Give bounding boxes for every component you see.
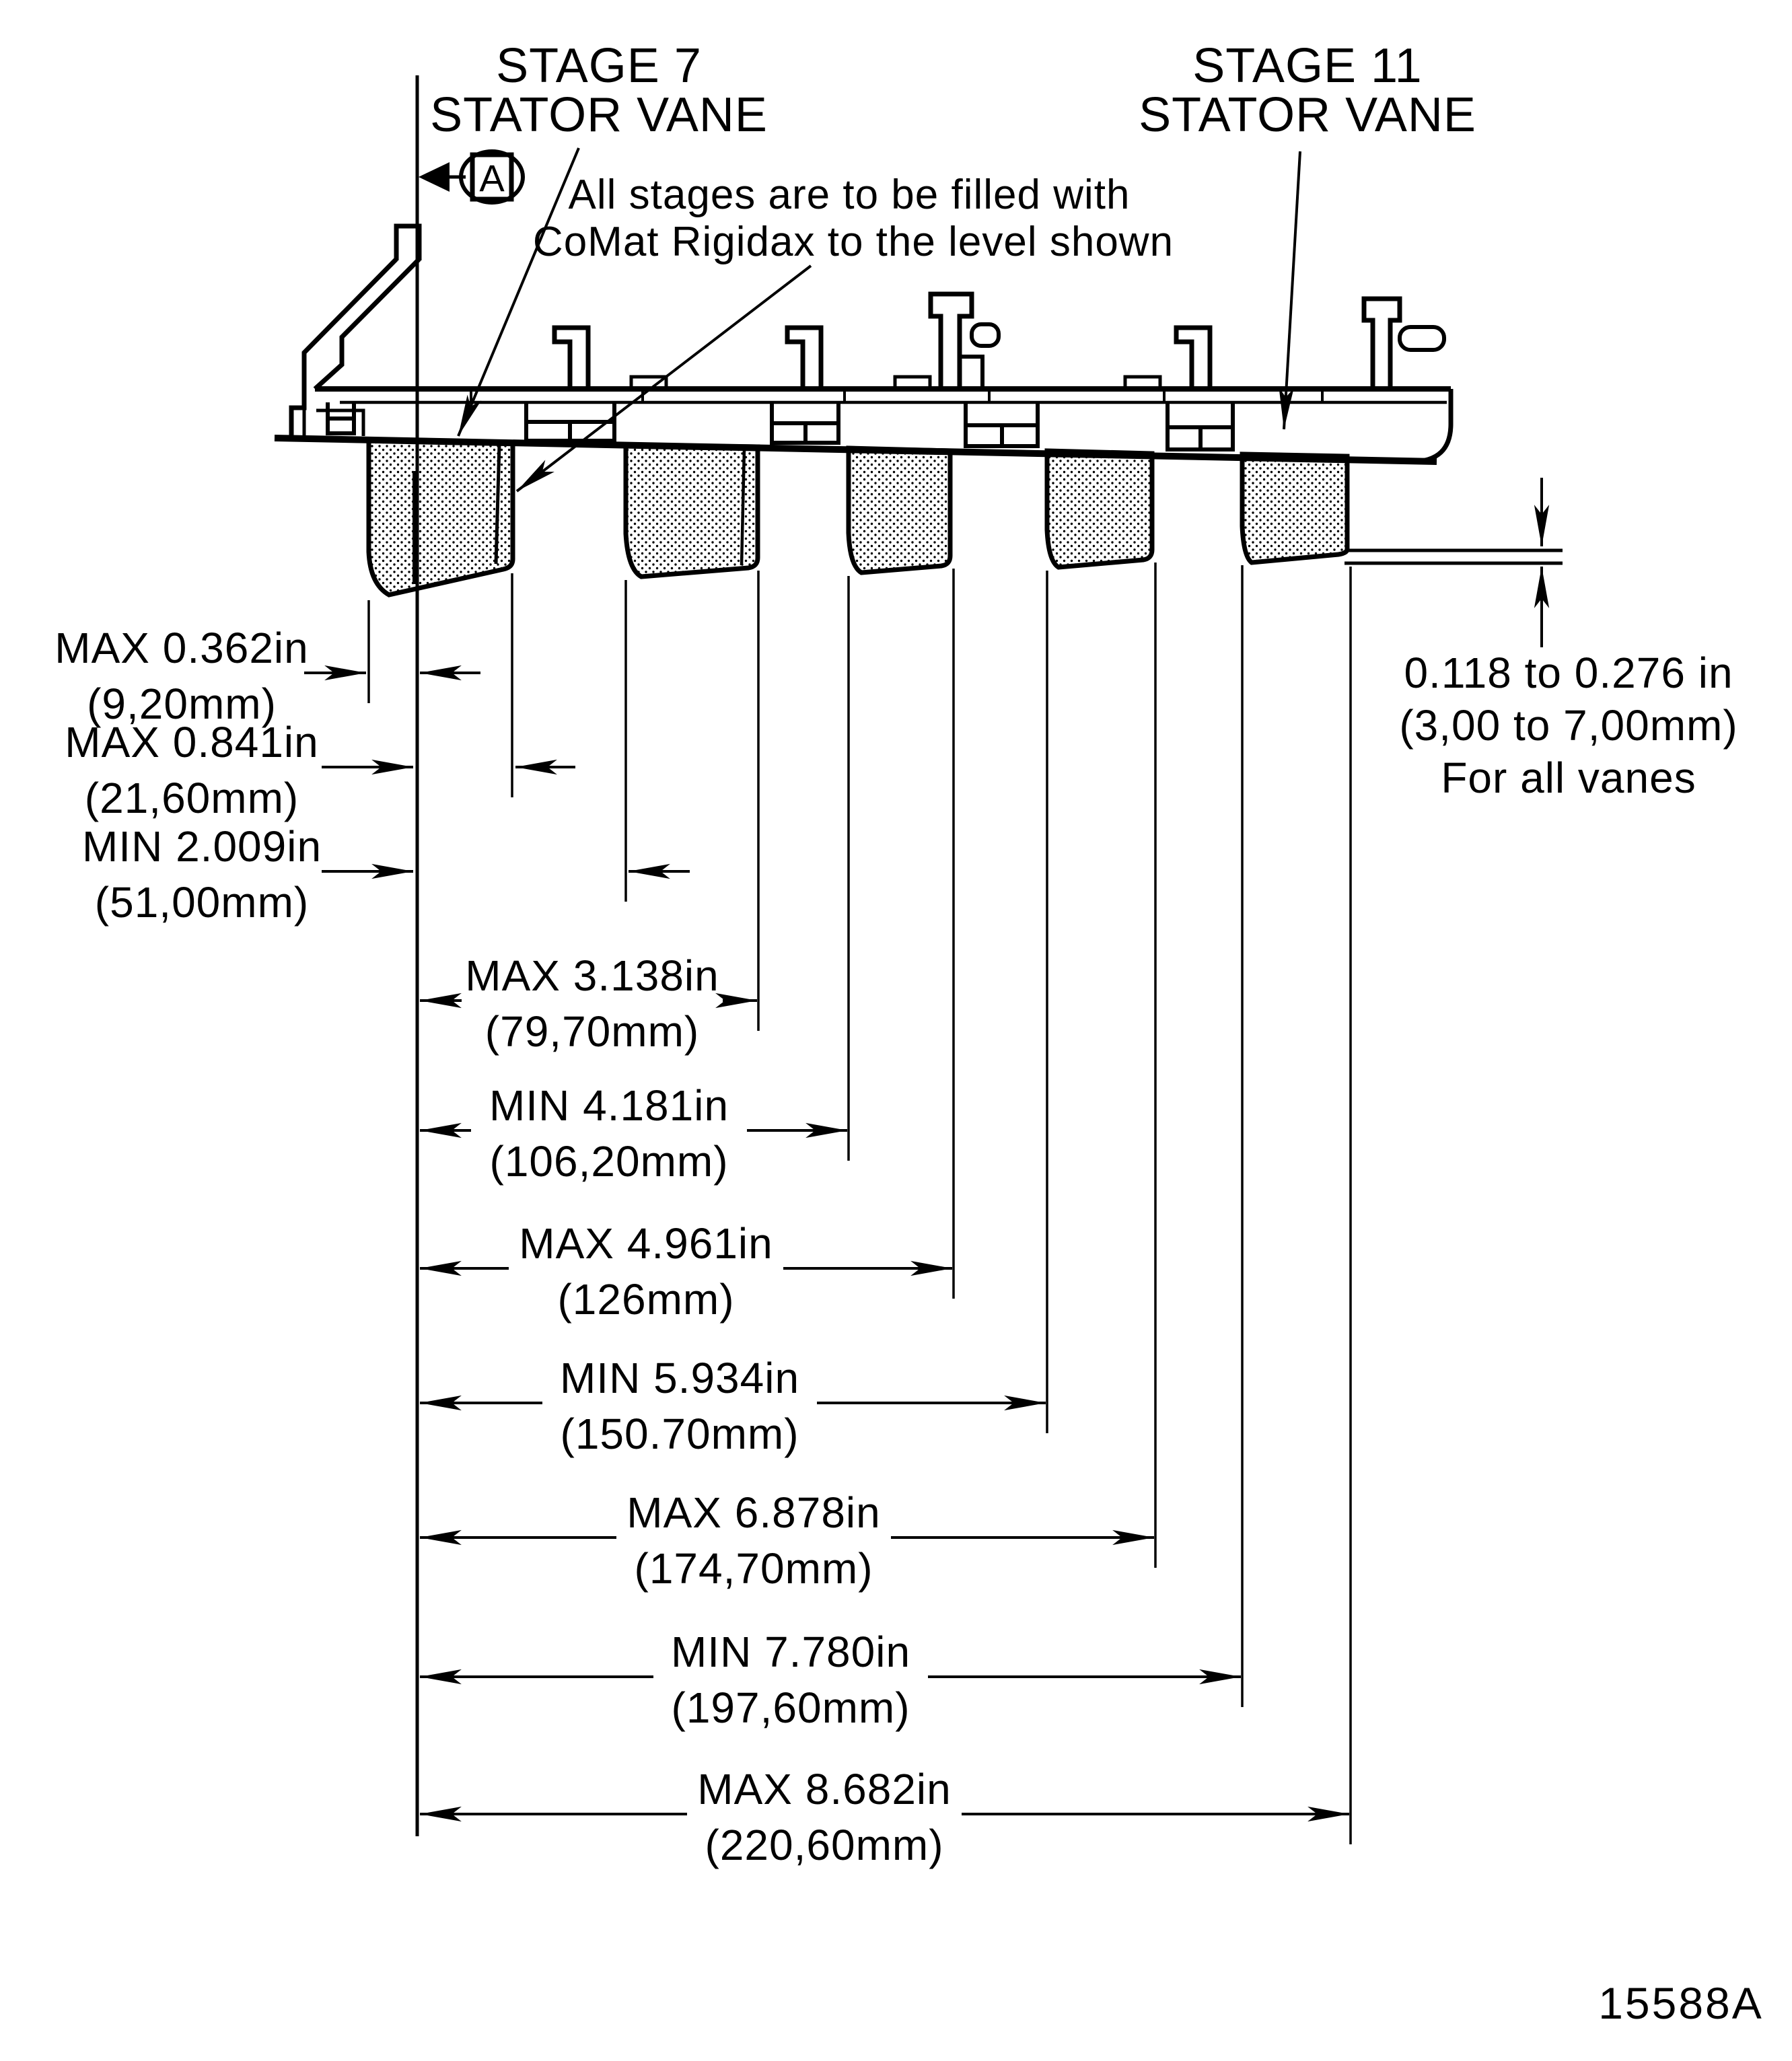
dim-1-inches: MAX 0.362in [55,624,308,672]
fill-level-reference-lines [1345,548,1563,565]
dimension-row-4: MAX 3.138in (79,70mm) [420,951,757,1056]
dim-6-mm: (126mm) [557,1275,734,1324]
hook-rail-1 [552,325,591,392]
stator-vane-stage7 [366,437,515,598]
dimension-row-9: MIN 7.780in (197,60mm) [420,1628,1241,1732]
dimension-row-5: MIN 4.181in (106,20mm) [420,1081,847,1186]
datum-triangle-icon [419,162,450,192]
dim-9-inches: MIN 7.780in [671,1628,910,1676]
stator-vanes [366,437,1350,598]
tip-clearance-inches: 0.118 to 0.276 in [1404,649,1733,697]
stage11-label-line1: STAGE 11 [1192,39,1422,93]
dim-1-mm: (9,20mm) [87,680,277,728]
dimension-row-7: MIN 5.934in (150.70mm) [420,1354,1046,1458]
stage11-label-line2: STATOR VANE [1139,88,1476,142]
dim-9-mm: (197,60mm) [672,1684,910,1732]
dim-8-mm: (174,70mm) [635,1544,873,1593]
dimension-row-10: MAX 8.682in (220,60mm) [420,1765,1349,1869]
casing-end-fitting [1361,296,1446,392]
stage11-leader-line [1279,151,1301,430]
stator-vane-stage11 [1240,451,1350,565]
stator-vane-stage9 [846,445,953,575]
datum-flag: A [419,149,525,205]
fill-note-leader-line [515,264,812,493]
dim-2-inches: MAX 0.841in [65,718,318,766]
callout-stage11: STAGE 11 STATOR VANE [1139,39,1476,430]
dimension-row-2: MAX 0.841in (21,60mm) [65,718,575,822]
dim-3-inches: MIN 2.009in [82,822,322,871]
stator-vane-stage10 [1044,448,1155,570]
casing-mount-feet [326,402,1235,451]
band-right-boot [1411,389,1454,464]
hook-rail-2 [785,325,824,392]
casing-platform-edge [274,435,1437,465]
dim-10-mm: (220,60mm) [705,1821,944,1869]
stator-vane-stage8 [623,443,760,579]
dimension-row-3: MIN 2.009in (51,00mm) [82,822,690,927]
dim-2-mm: (21,60mm) [85,774,299,822]
dim-5-inches: MIN 4.181in [489,1081,729,1130]
dim-10-inches: MAX 8.682in [697,1765,951,1813]
dim-4-mm: (79,70mm) [485,1007,699,1056]
dim-4-inches: MAX 3.138in [465,951,719,1000]
callout-fill-note: All stages are to be filled with CoMat R… [515,172,1174,493]
tip-clearance-dimension: 0.118 to 0.276 in (3,00 to 7,00mm) For a… [1399,478,1737,802]
casing-hook-rails [552,291,1446,392]
dim-3-mm: (51,00mm) [95,878,309,927]
dim-7-inches: MIN 5.934in [560,1354,799,1402]
casing-left-flange [289,223,422,437]
datum-letter: A [479,157,505,199]
tip-clearance-mm: (3,00 to 7,00mm) [1399,701,1737,750]
datum-assembly: A [415,75,525,1836]
fill-note-line2: CoMat Rigidax to the level shown [533,219,1174,265]
dim-5-mm: (106,20mm) [490,1137,729,1186]
extension-lines [367,563,1352,1844]
dim-7-mm: (150.70mm) [561,1410,799,1458]
dim-6-inches: MAX 4.961in [519,1219,773,1268]
dim-8-inches: MAX 6.878in [626,1488,880,1537]
stage7-label-line2: STATOR VANE [430,88,768,142]
tip-clearance-scope: For all vanes [1441,754,1696,802]
dimension-row-6: MAX 4.961in (126mm) [420,1219,952,1324]
callout-stage7: STAGE 7 STATOR VANE [430,39,768,437]
stage7-leader-line [457,147,580,437]
fill-note-line1: All stages are to be filled with [569,172,1131,218]
casing-lug-fitting [928,291,1001,392]
casing-cross-section [289,223,1454,464]
stage7-label-line1: STAGE 7 [496,39,702,93]
figure-number: 15588A [1598,1978,1764,2028]
dimension-row-1: MAX 0.362in (9,20mm) [55,624,480,728]
hook-rail-3 [1174,325,1213,392]
dimension-row-8: MAX 6.878in (174,70mm) [420,1488,1154,1593]
